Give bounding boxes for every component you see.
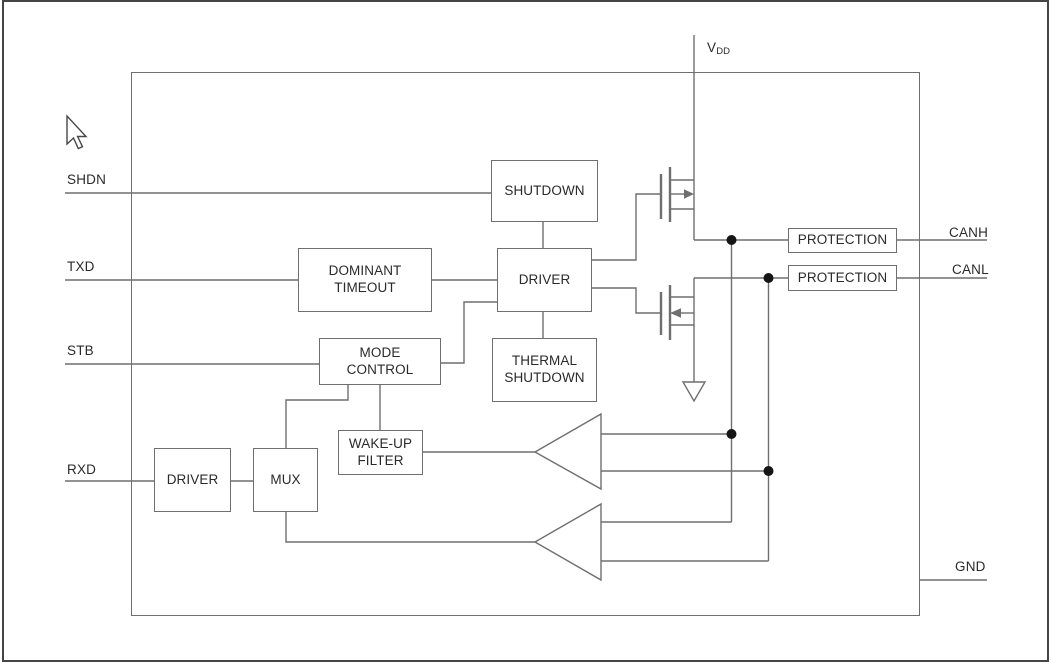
mouse-cursor-icon <box>66 114 88 150</box>
block-mux: MUX <box>253 448 318 512</box>
junction-dots <box>726 235 774 476</box>
vdd-label-sub: DD <box>716 46 730 57</box>
block-driver-rx: DRIVER <box>154 448 231 512</box>
block-mode-control: MODE CONTROL <box>319 338 441 385</box>
ground-symbol-icon <box>681 325 707 403</box>
wire-driver-to-pmos-gate <box>592 193 661 261</box>
gnd-pin-label: GND <box>955 559 986 574</box>
receiver1-comparator-icon <box>533 412 602 491</box>
stb-pin-label: STB <box>67 343 94 358</box>
block-protection-canl: PROTECTION <box>788 265 897 291</box>
canh-pin-label: CANH <box>949 225 989 240</box>
block-shutdown: SHUTDOWN <box>491 160 598 222</box>
wire-mode-control-to-driver <box>441 301 497 364</box>
wire-mux-to-receiver2 <box>285 512 535 543</box>
wire-receiver1-inputs <box>601 433 769 472</box>
rxd-pin-label: RXD <box>67 462 97 477</box>
vdd-pin-label: VDD <box>707 40 730 57</box>
block-wakeup-filter: WAKE-UP FILTER <box>338 430 423 475</box>
block-protection-canh: PROTECTION <box>788 228 897 253</box>
block-thermal-shutdown: THERMAL SHUTDOWN <box>492 338 597 402</box>
pmos-canh-fet-icon <box>659 167 695 240</box>
wire-driver-to-nmos-gate <box>592 287 661 314</box>
receiver2-comparator-icon <box>533 502 602 582</box>
canl-pin-label: CANL <box>952 262 989 277</box>
vdd-label-main: V <box>707 40 717 55</box>
wire-receiver2-inputs <box>601 521 769 562</box>
txd-pin-label: TXD <box>67 259 95 274</box>
block-dominant-timeout: DOMINANT TIMEOUT <box>298 248 432 312</box>
wire-mode-control-to-mux <box>285 385 349 448</box>
shdn-pin-label: SHDN <box>67 172 107 187</box>
nmos-canl-fet-icon <box>659 278 695 340</box>
block-driver-tx: DRIVER <box>497 248 592 312</box>
